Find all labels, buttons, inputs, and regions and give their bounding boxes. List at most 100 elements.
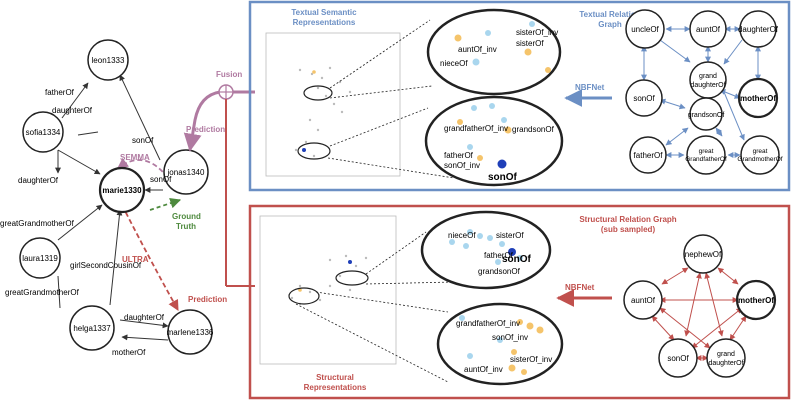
tg-node-grandson [689,97,723,131]
label-prediction-top: Prediction [186,125,225,134]
dot-a4 [524,48,532,56]
s-dot-b4 [536,326,544,334]
tg-node-son [625,79,663,117]
s-dot-a6 [499,241,505,247]
sg-node-grand-label-2: daughterOf [708,360,743,367]
label-ultra: ULTRA [122,255,149,264]
node-laura [19,237,61,279]
ground-truth-arrow [149,197,182,211]
s-zoom-a-label-5: grandsonOf [478,267,521,276]
label-ground-1: Ground [172,212,201,221]
dot-b7 [477,155,483,161]
label-son-of-top: sonOf [132,136,154,145]
tg-node-great-gm-label-1: great [753,148,768,155]
tg-node-grand-daughter-label-2: daughterOf [690,82,725,89]
zoom-line-a2 [329,85,433,99]
tg-node-great-grandfather [686,135,726,175]
structural-plot-highlight-b [288,287,320,305]
tg-node-uncle-label: uncleOf [631,25,659,34]
zoom-b-label-5: sonOf [488,172,518,183]
textual-scatter-plot [265,32,401,177]
label-mother-of: motherOf [112,348,146,357]
s-zoom-a-label-3: fatherOf [484,251,514,260]
s-zoom-line-a2 [365,281,455,285]
s-dot-a9 [495,259,501,265]
zoom-line-b1 [329,107,429,147]
node-helga-label: helga1337 [73,324,111,333]
dot-a6 [545,67,551,73]
node-sofia-label: sofia1334 [26,128,61,137]
edge-father-of [61,82,89,119]
tg-node-great-gf-label-2: GrandfatherOf [685,156,727,163]
s-dot-a5 [463,243,469,249]
label-prediction-bottom: Prediction [188,295,227,304]
semma-prediction-curve [183,90,221,152]
s-dot-b1 [459,315,465,321]
dot-b2 [489,103,495,109]
label-daughter-of-bottom: daughterOf [124,313,165,322]
s-dot-a7 [508,248,516,256]
textual-title-1: Textual Semantic [291,8,357,17]
node-jonas-label: jonas1340 [167,168,205,177]
edge-mother-of [121,334,169,341]
node-laura-label: laura1319 [22,254,58,263]
s-dot-b8 [508,364,516,372]
s-zoom-b-label-3: sisterOf_inv [510,355,552,364]
tg-node-daughter-label: daughterOf [738,25,779,34]
zoom-a-label-1: auntOf_inv [458,45,497,54]
s-dot-b6 [511,349,517,355]
label-fusion: Fusion [216,70,242,79]
textual-graph-title-1: Textual Relation [579,10,640,19]
dot-a2 [485,30,491,36]
zoom-b-label-3: fatherOf [444,151,474,160]
label-father-of: fatherOf [45,88,75,97]
label-daughter-of-top: daughterOf [52,106,93,115]
dot-b1 [471,105,477,111]
semma-arrow [117,157,169,179]
textual-panel: Textual Semantic Representations [265,8,783,187]
label-son-of-mid: sonOf [150,175,172,184]
label-great-grand-b: greatGrandmotherOf [5,288,80,297]
dot-a3 [529,21,535,27]
dot-b6 [467,144,473,150]
left-family-graph: sofia1334 leon1333 marie1330 jonas1340 l… [0,39,214,357]
s-zoom-b-label-1: grandfatherOf_inv [456,319,520,328]
dot-b3 [501,117,507,123]
ultra-arrow [121,204,179,311]
tg-node-grand-daughter-label-1: grand [699,73,717,80]
s-zoom-a-label-4: sonOf [502,254,532,265]
sg-node-aunt [623,280,663,320]
textual-title-2: Representations [293,18,356,27]
structural-scatter-plot [259,215,397,365]
textual-plot-orange [312,70,316,74]
s-dot-a8 [517,255,523,261]
s-zoom-b-label-2: sonOf_inv [492,333,528,342]
dot-a5 [472,58,480,66]
label-ground-2: Truth [176,222,196,231]
sg-node-aunt-label: auntOf [631,296,656,305]
structural-plot-dark [348,260,352,264]
edge-son-of-top [119,74,161,161]
tg-node-great-gf-label-1: great [699,148,714,155]
s-dot-b9 [521,369,527,375]
node-marlene-label: marlene1336 [167,328,214,337]
node-leon-label: leon1333 [92,56,125,65]
zoom-b-label-1: grandfatherOf_inv [444,124,508,133]
edge-second-cousin [109,209,123,306]
node-marie [98,166,146,214]
tg-node-son-label: sonOf [633,94,655,103]
s-dot-a3 [487,235,493,241]
s-dot-b2 [517,319,523,325]
sg-node-grand-daughter [706,338,746,378]
edge-great-grand-a [57,204,103,241]
textual-plot-highlight-b [297,142,331,160]
node-leon [87,39,129,81]
textual-plot-highlight-a [303,85,333,101]
textual-plot-points [294,66,352,158]
structural-nbfnet-label: NBFNet [565,283,595,292]
textual-graph-title-2: Graph [598,20,622,29]
tg-node-aunt [689,10,727,48]
s-dot-b3 [526,322,534,330]
structural-rep-title-1: Structural [316,373,354,382]
